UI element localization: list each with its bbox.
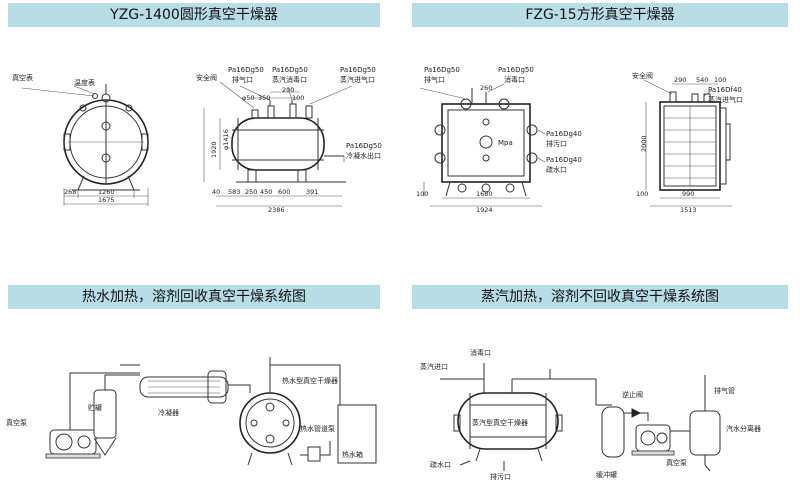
label-cooling-outlet-1: Pa16Dg50 xyxy=(346,142,382,150)
dim-front-260: 260 xyxy=(480,84,492,92)
front-view: 真空表 温度表 268 1260 1675 xyxy=(12,73,149,206)
dim-front-1924: 1924 xyxy=(476,206,493,214)
condenser: 冷凝器 xyxy=(139,370,229,417)
dim-front-1680: 1680 xyxy=(476,190,493,198)
label-dryer: 热水型真空干燥器 xyxy=(282,376,338,385)
buffer-tank: 缓冲罐 xyxy=(596,406,625,479)
label-hot-water-pump: 热水管道泵 xyxy=(300,424,335,433)
label-drain-1: Pa16Dg50 xyxy=(498,66,534,74)
label-dryer: 蒸汽型真空干燥器 xyxy=(472,418,528,427)
label-sewage-1: Pa16Dg40 xyxy=(546,130,582,138)
label-steam-inlet-1: Pa16Dg50 xyxy=(340,66,376,74)
panel-title: YZG-1400圆形真空干燥器 xyxy=(8,3,380,27)
label-drain-2: 消毒口 xyxy=(504,75,525,84)
panel-title: 热水加热，溶剂回收真空干燥系统图 xyxy=(8,285,380,309)
fzg15-drawing: Pa16Dg50 排气口 Pa16Dg50 消毒口 Mpa Pa16Dg40 排… xyxy=(416,66,743,214)
dim-b-450: 450 xyxy=(260,188,272,196)
label-vacuum-pump: 真空泵 xyxy=(6,418,27,427)
label-exhaust-pipe: 排气管 xyxy=(714,386,735,395)
panel-fzg15: FZG-15方形真空干燥器 Pa16Dg50 排气口 xyxy=(400,0,800,230)
label-outlet-2: 疏水口 xyxy=(546,165,567,174)
dim-side-100: 100 xyxy=(292,94,304,102)
label-safety-valve: 安全阀 xyxy=(632,71,653,80)
receiver-tank: 贮罐 xyxy=(88,389,117,456)
dim-side-540: 540 xyxy=(696,76,708,84)
label-receiver: 贮罐 xyxy=(88,403,102,412)
dim-b-391: 391 xyxy=(306,188,318,196)
label-exhaust-2: 排气口 xyxy=(424,75,445,84)
label-drain-port: 疏水口 xyxy=(430,460,451,469)
steam-system-diagram: 蒸汽型真空干燥器 消毒口 蒸汽进口 疏水口 排污口 缓冲罐 逆止阀 xyxy=(420,348,761,481)
dim-front-1675: 1675 xyxy=(98,196,115,204)
label-vacuum-gauge: 真空表 xyxy=(12,73,33,82)
dim-side-290: 290 xyxy=(674,76,686,84)
front-view: Pa16Dg50 排气口 Pa16Dg50 消毒口 Mpa Pa16Dg40 排… xyxy=(416,66,582,214)
dim-side-1920: 1920 xyxy=(210,141,218,158)
dim-side-phi50: φ50 xyxy=(242,94,255,102)
label-exhaust-1: Pa16Dg50 xyxy=(424,66,460,74)
dim-side-phi1416: φ1416 xyxy=(222,129,230,150)
dim-front-1260: 1260 xyxy=(98,188,115,196)
label-safety-valve: 安全阀 xyxy=(196,73,217,82)
panel-title: FZG-15方形真空干燥器 xyxy=(412,3,788,27)
dim-front-268: 268 xyxy=(64,188,76,196)
dim-b-2386: 2386 xyxy=(268,206,285,214)
panel-yzg1400: YZG-1400圆形真空干燥器 真空表 温度表 xyxy=(0,0,388,230)
panel-title: 蒸汽加热，溶剂不回收真空干燥系统图 xyxy=(412,285,788,309)
steam-dryer: 蒸汽型真空干燥器 xyxy=(453,392,563,462)
dim-side-1513: 1513 xyxy=(680,206,697,214)
vacuum-pump: 真空泵 xyxy=(6,418,101,459)
label-sewage-2: 排污口 xyxy=(546,139,567,148)
label-mpa: Mpa xyxy=(498,139,513,147)
label-thermometer: 温度表 xyxy=(74,78,95,87)
label-steam-inlet-2: 蒸汽进气口 xyxy=(340,75,375,84)
label-steam-inlet: 蒸汽进口 xyxy=(420,362,448,371)
label-buffer-tank: 缓冲罐 xyxy=(596,470,617,479)
vacuum-pump: 真空泵 xyxy=(631,424,687,467)
yzg1400-drawing: 真空表 温度表 268 1260 1675 xyxy=(12,66,382,214)
hot-water-dryer: 热水型真空干燥器 xyxy=(239,357,338,466)
dim-front-100: 100 xyxy=(416,190,428,198)
hot-water-tank: 热水箱 xyxy=(337,404,377,464)
dim-side-200: 200 xyxy=(282,86,294,94)
dim-side-100: 100 xyxy=(636,190,648,198)
label-vacuum-pump: 真空泵 xyxy=(666,458,687,467)
label-steam-inlet-2: 蒸汽进气口 xyxy=(708,95,743,104)
dim-b-600: 600 xyxy=(278,188,290,196)
panel-steam-system: 蒸汽加热，溶剂不回收真空干燥系统图 蒸汽型真空干燥器 消毒口 蒸汽进口 疏水口 … xyxy=(400,245,800,490)
label-sewage-port: 排污口 xyxy=(490,472,511,481)
dim-side-350: 350 xyxy=(258,94,270,102)
label-condenser: 冷凝器 xyxy=(158,408,179,417)
label-outlet-1: Pa16Dg40 xyxy=(546,156,582,164)
label-hot-water-tank: 热水箱 xyxy=(342,450,363,459)
label-exhaust-1: Pa16Dg50 xyxy=(228,66,264,74)
label-steam-drain-2: 蒸汽消毒口 xyxy=(272,75,307,84)
label-steam-drain-1: Pa16Dg50 xyxy=(272,66,308,74)
hot-water-system-diagram: 真空泵 贮罐 冷凝器 热水型真空干燥器 xyxy=(6,357,377,466)
dim-b-583: 583 xyxy=(228,188,240,196)
dim-side-100-top: 100 xyxy=(714,76,726,84)
label-cooling-outlet-2: 冷凝水出口 xyxy=(346,151,381,160)
label-exhaust-2: 排气口 xyxy=(232,75,253,84)
side-view: 安全阀 Pa16Dg50 排气口 Pa16Dg50 蒸汽消毒口 Pa16Dg50… xyxy=(196,66,382,214)
dim-b-250: 250 xyxy=(245,188,257,196)
label-disinfect-port: 消毒口 xyxy=(470,348,491,357)
dim-side-2000: 2000 xyxy=(640,135,648,152)
dim-side-990: 990 xyxy=(682,190,694,198)
label-water-separator: 汽水分离器 xyxy=(726,424,761,433)
panel-hot-water-system: 热水加热，溶剂回收真空干燥系统图 真空泵 贮罐 冷凝器 xyxy=(0,245,388,490)
label-steam-inlet-1: Pa16Df40 xyxy=(708,86,742,94)
water-separator: 排气管 汽水分离器 xyxy=(670,375,761,472)
label-check-valve: 逆止阀 xyxy=(622,390,643,399)
side-view: 安全阀 Pa16Df40 蒸汽进气口 290 540 100 2000 100 … xyxy=(632,71,743,214)
hot-water-pump: 热水管道泵 xyxy=(300,424,335,462)
dim-b-40: 40 xyxy=(212,188,220,196)
check-valve: 逆止阀 xyxy=(622,390,649,421)
